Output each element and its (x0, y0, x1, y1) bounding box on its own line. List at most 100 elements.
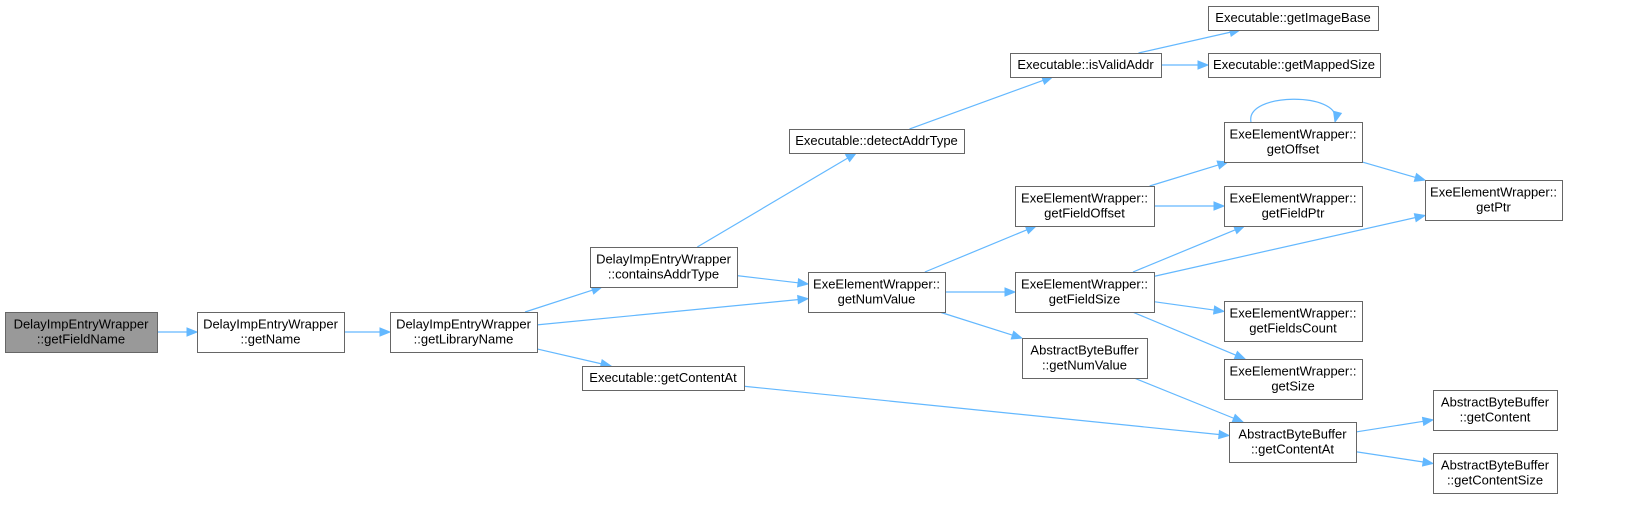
node-box (808, 272, 946, 313)
graph-node-n19[interactable]: AbstractByteBuffer::getContent (1433, 390, 1558, 431)
graph-node-n1[interactable]: DelayImpEntryWrapper::getName (197, 312, 345, 353)
node-label-line: ::getContent (1460, 410, 1531, 425)
graph-node-n4[interactable]: Executable::getContentAt (582, 366, 745, 391)
edge-line (536, 298, 800, 326)
graph-node-n2[interactable]: DelayImpEntryWrapper::getLibraryName (390, 312, 538, 353)
node-label-line: AbstractByteBuffer (1030, 343, 1139, 358)
edge-line (697, 157, 849, 248)
edge-n2-n4 (536, 348, 613, 369)
edge-line (924, 228, 1029, 273)
node-label-line: ExeElementWrapper:: (1230, 127, 1357, 142)
edge-line (536, 348, 603, 365)
edge-line (1355, 451, 1425, 463)
nodes-layer: DelayImpEntryWrapper::getFieldNameDelayI… (5, 6, 1563, 494)
graph-node-n7[interactable]: Executable::isValidAddr (1010, 53, 1162, 78)
graph-node-n9[interactable]: Executable::getMappedSize (1208, 53, 1381, 78)
node-box (390, 312, 538, 353)
edge-n1-n2 (344, 327, 392, 337)
edge-n11-n18 (1153, 213, 1427, 277)
arrow-head (1233, 350, 1247, 360)
node-box (1010, 53, 1162, 78)
arrow-head (1218, 429, 1231, 440)
graph-node-n0[interactable]: DelayImpEntryWrapper::getFieldName (5, 312, 158, 353)
node-box (1433, 453, 1558, 494)
node-box (1208, 53, 1381, 78)
edge-n13-n18 (1361, 161, 1427, 182)
node-box (1425, 180, 1563, 221)
graph-node-n6[interactable]: ExeElementWrapper::getNumValue (808, 272, 946, 313)
graph-node-n17[interactable]: AbstractByteBuffer::getContentAt (1229, 422, 1357, 463)
node-box (1224, 186, 1363, 227)
edge-n6-n10 (924, 225, 1038, 273)
arrow-head (1231, 413, 1245, 423)
node-box (1433, 390, 1558, 431)
arrow-head (1010, 330, 1024, 340)
node-label-line: Executable::getImageBase (1215, 10, 1370, 25)
node-label-line: getFieldsCount (1249, 321, 1337, 336)
arrow-head (797, 294, 810, 305)
edge-line (1149, 164, 1220, 187)
node-label-line: getFieldOffset (1044, 206, 1125, 221)
edge-line (1153, 301, 1216, 311)
edge-line (1133, 377, 1235, 420)
graph-node-n15[interactable]: ExeElementWrapper::getFieldsCount (1224, 301, 1363, 342)
graph-node-n3[interactable]: DelayImpEntryWrapper::containsAddrType (590, 247, 738, 288)
node-label-line: getPtr (1476, 200, 1511, 215)
edge-line (1250, 98, 1336, 123)
graph-node-n10[interactable]: ExeElementWrapper::getFieldOffset (1015, 186, 1155, 227)
node-label-line: getNumValue (838, 292, 916, 307)
edge-line (1153, 216, 1417, 277)
node-label-line: ExeElementWrapper:: (1021, 191, 1148, 206)
node-label-line: AbstractByteBuffer (1238, 427, 1347, 442)
node-label-line: ::getNumValue (1042, 358, 1127, 373)
node-label-line: AbstractByteBuffer (1441, 458, 1550, 473)
edge-line (939, 311, 1014, 337)
edge-n17-n20 (1355, 451, 1435, 467)
graph-node-n5[interactable]: Executable::detectAddrType (789, 129, 965, 154)
graph-node-n14[interactable]: ExeElementWrapper::getFieldPtr (1224, 186, 1363, 227)
node-label-line: DelayImpEntryWrapper (14, 317, 150, 332)
arrow-head (1024, 225, 1038, 235)
edge-n6-n11 (945, 287, 1017, 297)
arrow-head (1213, 201, 1226, 211)
edge-n4-n17 (743, 385, 1231, 440)
node-box (5, 312, 158, 353)
edge-n7-n8 (1138, 27, 1242, 54)
node-label-line: getOffset (1267, 142, 1320, 157)
arrow-head (1421, 416, 1435, 427)
arrow-head (1004, 287, 1017, 297)
node-label-line: getFieldPtr (1262, 206, 1326, 221)
graph-node-n13[interactable]: ExeElementWrapper::getOffset (1224, 122, 1363, 163)
edge-line (524, 289, 594, 313)
edge-line (909, 79, 1045, 130)
node-label-line: Executable::getMappedSize (1213, 57, 1375, 72)
node-box (1224, 301, 1363, 342)
graph-node-n8[interactable]: Executable::getImageBase (1208, 6, 1379, 31)
node-label-line: Executable::detectAddrType (795, 133, 958, 148)
edge-n13-n13 (1250, 98, 1343, 124)
node-box (1224, 122, 1363, 163)
edge-n2-n3 (524, 285, 604, 313)
edge-n3-n6 (736, 275, 810, 288)
node-box (1015, 272, 1155, 313)
node-label-line: ExeElementWrapper:: (1230, 306, 1357, 321)
graph-node-n12[interactable]: AbstractByteBuffer::getNumValue (1022, 338, 1148, 379)
node-label-line: getFieldSize (1049, 292, 1121, 307)
edge-n7-n9 (1161, 60, 1210, 70)
graph-node-n16[interactable]: ExeElementWrapper::getSize (1224, 359, 1363, 400)
arrow-head (797, 278, 810, 288)
arrow-head (186, 327, 199, 337)
node-box (1229, 422, 1357, 463)
graph-node-n11[interactable]: ExeElementWrapper::getFieldSize (1015, 272, 1155, 313)
edge-n11-n14 (1132, 225, 1246, 273)
edge-line (1132, 228, 1237, 273)
edge-line (743, 385, 1221, 436)
edge-line (1138, 31, 1232, 54)
edge-n10-n13 (1149, 160, 1230, 187)
arrow-head (1413, 213, 1427, 223)
edge-n2-n6 (536, 294, 810, 326)
node-label-line: ExeElementWrapper:: (1430, 185, 1557, 200)
node-box (1015, 186, 1155, 227)
graph-node-n20[interactable]: AbstractByteBuffer::getContentSize (1433, 453, 1558, 494)
graph-node-n18[interactable]: ExeElementWrapper::getPtr (1425, 180, 1563, 221)
